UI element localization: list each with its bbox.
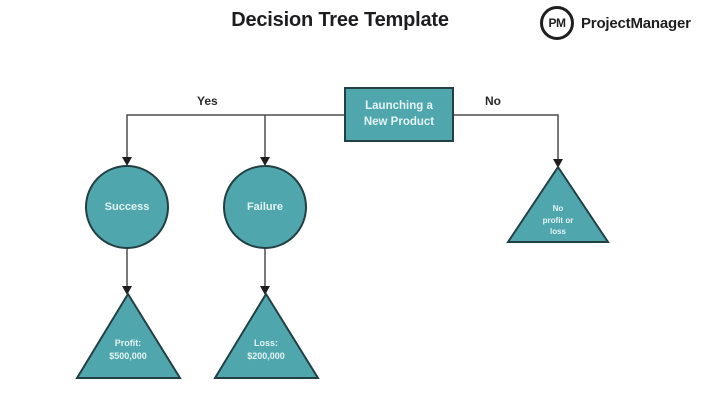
pm-logo-icon: PM xyxy=(540,6,574,40)
arrowhead-profit xyxy=(122,286,132,295)
no-profit-triangle xyxy=(506,165,610,243)
profit-triangle xyxy=(75,292,182,379)
branch-label-no: No xyxy=(485,94,501,108)
page-title: Decision Tree Template xyxy=(231,9,449,31)
success-node-label: Success xyxy=(104,201,150,213)
brand-name: ProjectManager xyxy=(581,14,691,32)
profit-node-label: Profit: $500,000 xyxy=(109,338,147,361)
failure-circle xyxy=(223,165,307,249)
failure-node-label: Failure xyxy=(246,201,284,213)
arrowhead-failure xyxy=(260,157,270,166)
root-decision-box xyxy=(344,87,454,142)
loss-triangle xyxy=(213,292,320,379)
root-node-label: Launching a New Product xyxy=(363,99,435,128)
brand-logo: PM ProjectManager xyxy=(540,6,691,40)
success-circle xyxy=(85,165,169,249)
connector-no-triangle xyxy=(453,114,559,160)
connector-yes-success xyxy=(126,114,345,158)
arrowhead-success xyxy=(122,157,132,166)
arrowhead-loss xyxy=(260,286,270,295)
no-profit-node-label: No profit or loss xyxy=(542,204,574,237)
arrowhead-no-profit xyxy=(553,159,563,168)
branch-label-yes: Yes xyxy=(197,94,218,108)
loss-node-label: Loss: $200,000 xyxy=(247,338,285,361)
